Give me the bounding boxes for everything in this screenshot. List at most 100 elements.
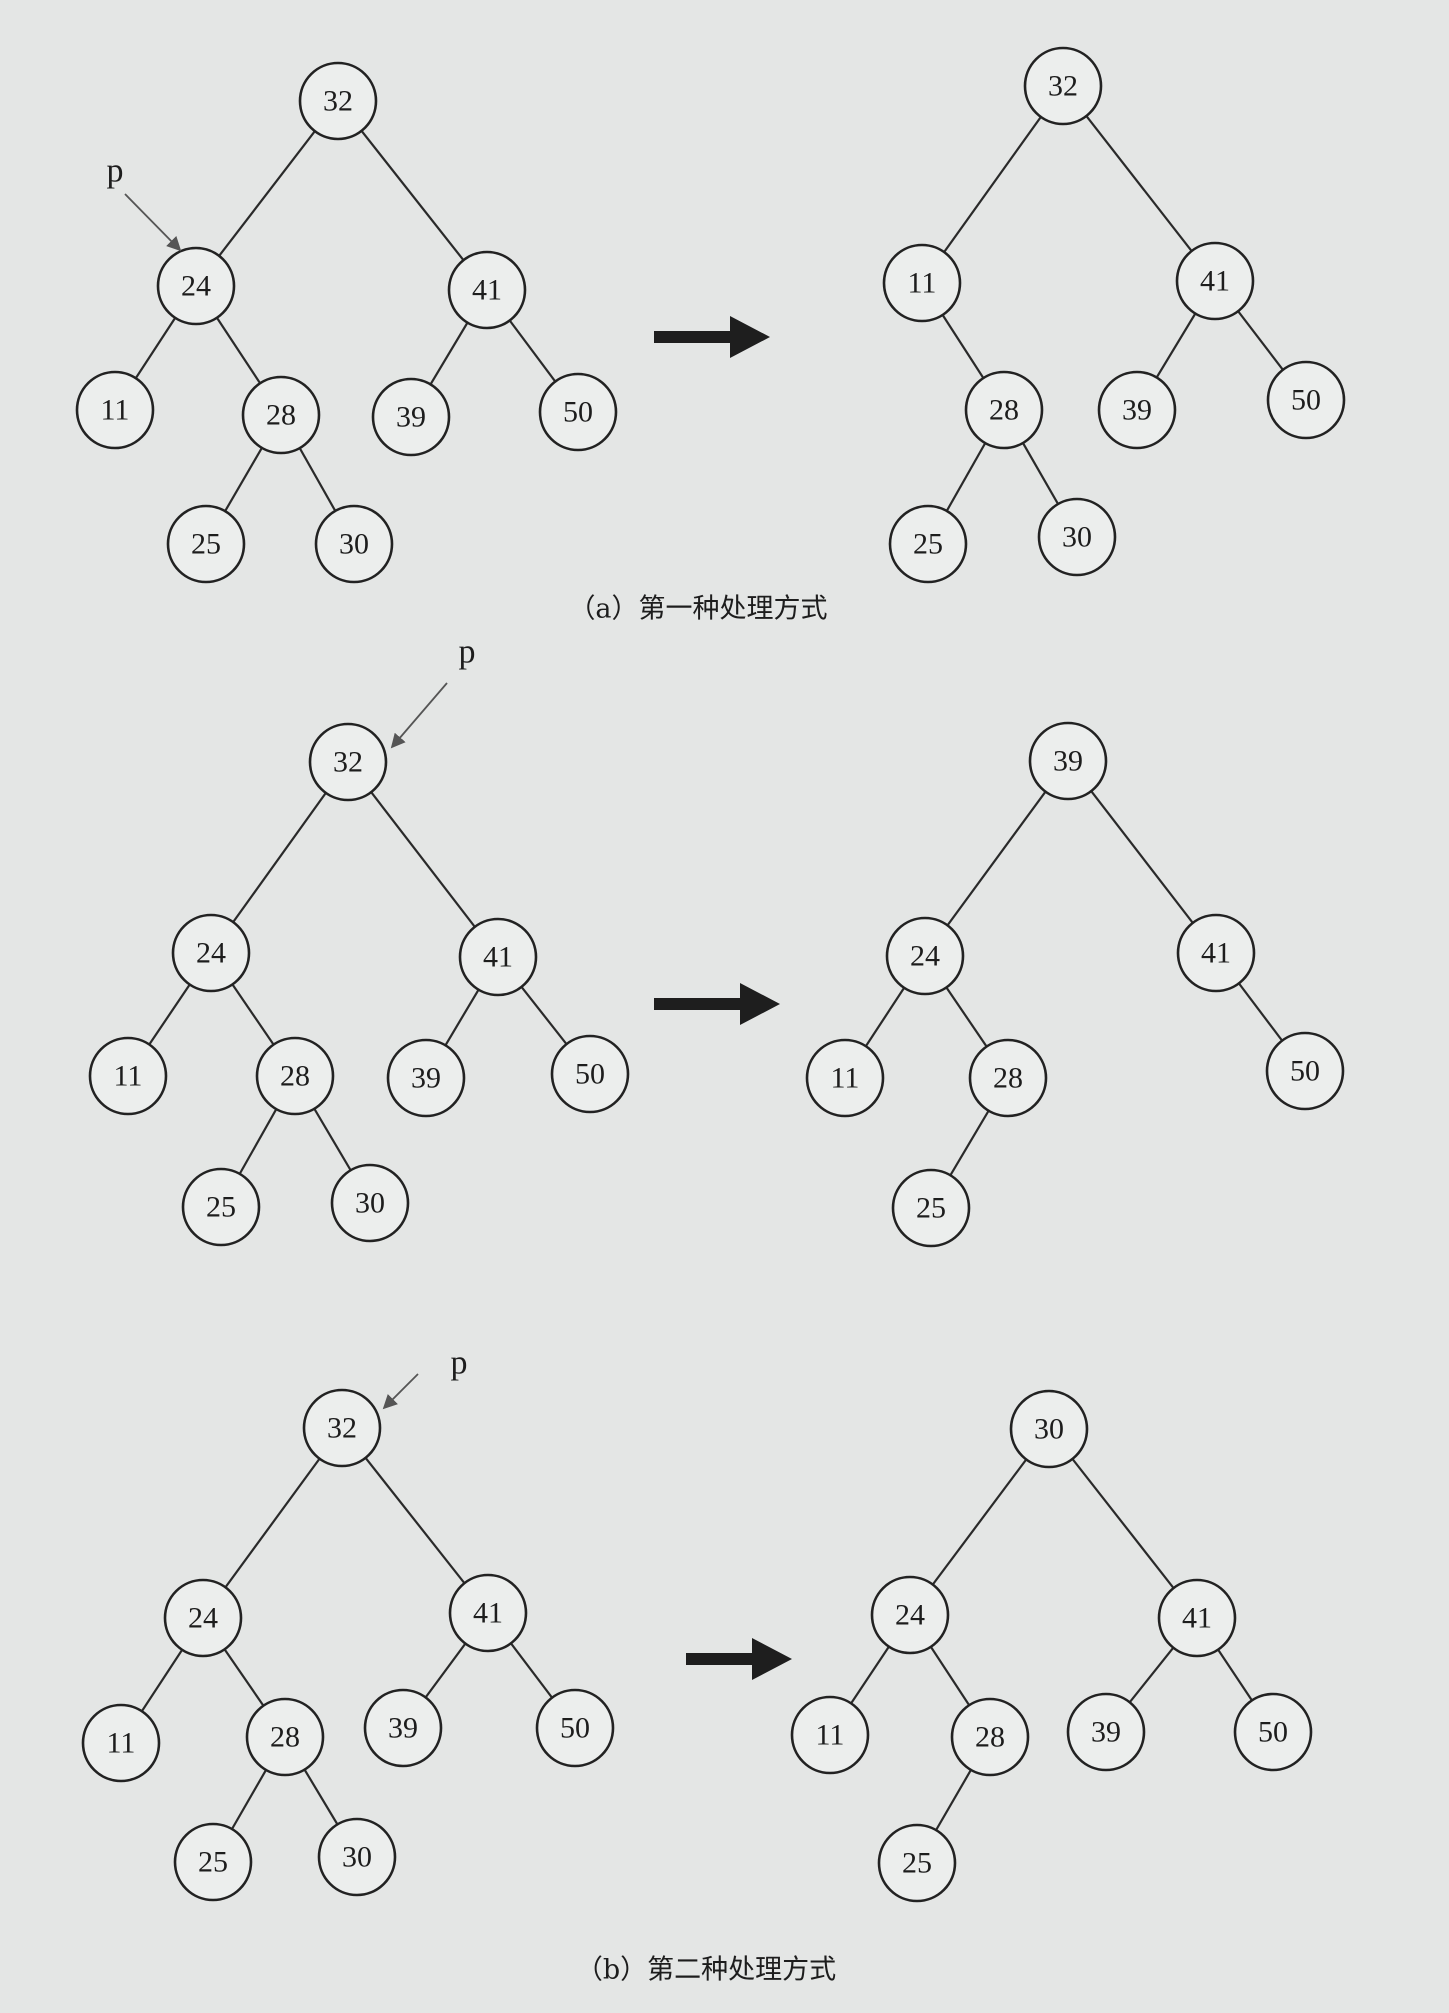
node-41: 41 bbox=[458, 917, 538, 997]
node-24: 24 bbox=[163, 1578, 243, 1658]
svg-text:41: 41 bbox=[1201, 937, 1231, 970]
transform-arrow-a bbox=[654, 316, 770, 358]
node-39: 39 bbox=[1028, 721, 1108, 801]
svg-text:11: 11 bbox=[816, 1719, 845, 1752]
node-28: 28 bbox=[245, 1697, 325, 1777]
node-50: 50 bbox=[1266, 360, 1346, 440]
node-11: 11 bbox=[88, 1036, 168, 1116]
svg-text:28: 28 bbox=[280, 1060, 310, 1093]
tree-a-before: 32 24 41 11 28 39 50 25 30 p bbox=[75, 61, 618, 584]
node-11: 11 bbox=[882, 243, 962, 323]
node-39: 39 bbox=[1097, 370, 1177, 450]
svg-text:30: 30 bbox=[355, 1187, 385, 1220]
node-30: 30 bbox=[1037, 497, 1117, 577]
node-50: 50 bbox=[550, 1034, 630, 1114]
svg-text:25: 25 bbox=[913, 528, 943, 561]
node-11: 11 bbox=[805, 1038, 885, 1118]
tree-a-after: 32 11 41 28 39 50 25 30 bbox=[882, 46, 1346, 584]
node-28: 28 bbox=[964, 370, 1044, 450]
node-50: 50 bbox=[538, 372, 618, 452]
tree-b2-before: 32 24 41 11 28 39 50 25 30 p bbox=[81, 1345, 615, 1902]
node-28: 28 bbox=[241, 375, 321, 455]
svg-text:25: 25 bbox=[198, 1846, 228, 1879]
svg-text:32: 32 bbox=[333, 746, 363, 779]
pointer-p-arrow bbox=[390, 682, 448, 749]
transform-arrow-b2 bbox=[686, 1638, 792, 1680]
node-30: 30 bbox=[314, 504, 394, 584]
node-50: 50 bbox=[1265, 1031, 1345, 1111]
svg-text:41: 41 bbox=[473, 1597, 503, 1630]
svg-text:25: 25 bbox=[902, 1847, 932, 1880]
svg-text:30: 30 bbox=[1034, 1413, 1064, 1446]
node-11: 11 bbox=[81, 1703, 161, 1783]
node-41: 41 bbox=[1176, 913, 1256, 993]
node-25: 25 bbox=[888, 504, 968, 584]
svg-text:50: 50 bbox=[1290, 1055, 1320, 1088]
node-50: 50 bbox=[1233, 1692, 1313, 1772]
svg-text:11: 11 bbox=[908, 267, 937, 300]
node-30: 30 bbox=[330, 1163, 410, 1243]
svg-text:24: 24 bbox=[196, 937, 226, 970]
node-41: 41 bbox=[447, 250, 527, 330]
node-39: 39 bbox=[363, 1688, 443, 1768]
caption-a: （a）第一种处理方式 bbox=[568, 594, 827, 625]
svg-text:11: 11 bbox=[831, 1062, 860, 1095]
transform-arrow-b1 bbox=[654, 983, 780, 1025]
svg-text:39: 39 bbox=[396, 401, 426, 434]
svg-text:28: 28 bbox=[975, 1721, 1005, 1754]
node-24: 24 bbox=[885, 916, 965, 996]
svg-text:50: 50 bbox=[1291, 384, 1321, 417]
pointer-p-arrow bbox=[124, 193, 182, 252]
node-25: 25 bbox=[173, 1822, 253, 1902]
svg-text:24: 24 bbox=[188, 1602, 218, 1635]
node-32: 32 bbox=[302, 1388, 382, 1468]
svg-text:32: 32 bbox=[323, 85, 353, 118]
svg-text:25: 25 bbox=[916, 1192, 946, 1225]
caption-b: （b）第二种处理方式 bbox=[576, 1955, 836, 1986]
node-25: 25 bbox=[877, 1823, 957, 1903]
svg-text:41: 41 bbox=[1200, 265, 1230, 298]
node-30: 30 bbox=[317, 1817, 397, 1897]
svg-text:30: 30 bbox=[342, 1841, 372, 1874]
svg-text:11: 11 bbox=[114, 1060, 143, 1093]
node-32: 32 bbox=[298, 61, 378, 141]
pointer-p-arrow bbox=[382, 1373, 419, 1410]
node-39: 39 bbox=[1066, 1692, 1146, 1772]
svg-text:50: 50 bbox=[1258, 1716, 1288, 1749]
node-32: 32 bbox=[1023, 46, 1103, 126]
node-32: 32 bbox=[308, 722, 388, 802]
node-25: 25 bbox=[181, 1167, 261, 1247]
svg-text:39: 39 bbox=[1122, 394, 1152, 427]
svg-text:39: 39 bbox=[388, 1712, 418, 1745]
svg-text:24: 24 bbox=[895, 1599, 925, 1632]
node-25: 25 bbox=[166, 504, 246, 584]
svg-text:11: 11 bbox=[107, 1727, 136, 1760]
tree-b2-after: 30 24 41 11 28 39 50 25 bbox=[790, 1389, 1313, 1903]
svg-text:25: 25 bbox=[206, 1191, 236, 1224]
svg-text:32: 32 bbox=[327, 1412, 357, 1445]
node-11: 11 bbox=[75, 370, 155, 450]
svg-text:28: 28 bbox=[989, 394, 1019, 427]
svg-text:41: 41 bbox=[1182, 1602, 1212, 1635]
svg-text:24: 24 bbox=[181, 270, 211, 303]
svg-text:30: 30 bbox=[1062, 521, 1092, 554]
pointer-p-label: p bbox=[451, 1345, 468, 1382]
svg-text:24: 24 bbox=[910, 940, 940, 973]
node-24: 24 bbox=[171, 913, 251, 993]
pointer-p-label: p bbox=[459, 634, 476, 671]
svg-text:25: 25 bbox=[191, 528, 221, 561]
svg-text:41: 41 bbox=[483, 941, 513, 974]
node-24: 24 bbox=[156, 246, 236, 326]
svg-text:28: 28 bbox=[266, 399, 296, 432]
svg-text:50: 50 bbox=[563, 396, 593, 429]
svg-text:30: 30 bbox=[339, 528, 369, 561]
node-41: 41 bbox=[1175, 241, 1255, 321]
node-50: 50 bbox=[535, 1688, 615, 1768]
node-30: 30 bbox=[1009, 1389, 1089, 1469]
svg-text:50: 50 bbox=[575, 1058, 605, 1091]
svg-text:39: 39 bbox=[1091, 1716, 1121, 1749]
node-25: 25 bbox=[891, 1168, 971, 1248]
svg-text:41: 41 bbox=[472, 274, 502, 307]
node-28: 28 bbox=[968, 1038, 1048, 1118]
